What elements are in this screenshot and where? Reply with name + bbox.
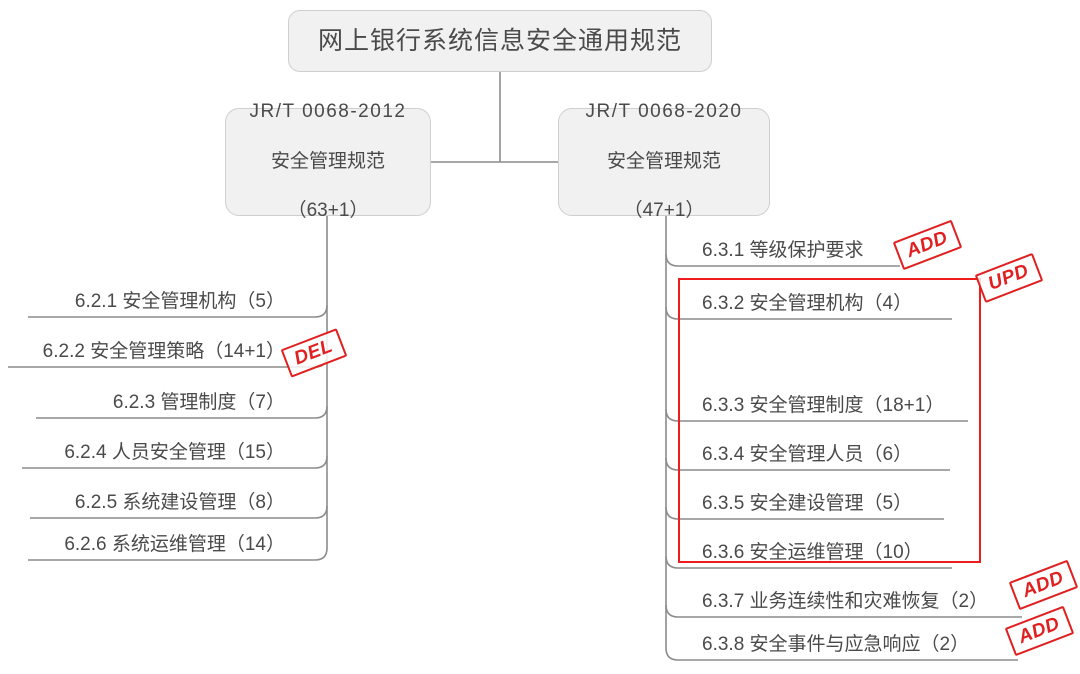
node-2012-standard: JR/T 0068-2012 — [249, 101, 407, 123]
leaf-item-6-3-8[interactable]: 6.3.8 安全事件与应急响应（2） — [666, 628, 1018, 660]
node-2012-count: （63+1） — [287, 200, 369, 222]
elbow-left-4 — [22, 455, 328, 469]
elbow-right-7 — [665, 604, 1022, 618]
branch-node-jrt-2020[interactable]: JR/T 0068-2020 安全管理规范 （47+1） — [558, 101, 770, 221]
leaf-item-6-3-7-label: 6.3.7 业务连续性和灾难恢复（2） — [702, 591, 989, 612]
leaf-item-6-2-3[interactable]: 6.2.3 管理制度（7） — [36, 386, 315, 418]
node-2020-standard: JR/T 0068-2020 — [585, 101, 743, 123]
elbow-right-8 — [665, 647, 1018, 661]
node-2020-subtitle: 安全管理规范 — [606, 150, 721, 172]
leaf-item-6-3-3-label: 6.3.3 安全管理制度（18+1） — [702, 395, 945, 416]
leaf-item-6-3-6[interactable]: 6.3.6 安全运维管理（10） — [666, 536, 952, 568]
leaf-item-6-2-5[interactable]: 6.2.5 系统建设管理（8） — [30, 486, 315, 518]
node-2020-count: （47+1） — [623, 200, 705, 222]
leaf-item-6-3-3[interactable]: 6.3.3 安全管理制度（18+1） — [666, 389, 968, 421]
leaf-item-6-3-5-label: 6.3.5 安全建设管理（5） — [702, 493, 913, 514]
leaf-item-6-2-1-label: 6.2.1 安全管理机构（5） — [74, 291, 285, 312]
leaf-item-6-2-6[interactable]: 6.2.6 系统运维管理（14） — [28, 528, 315, 560]
leaf-item-6-2-2-label: 6.2.2 安全管理策略（14+1） — [42, 341, 285, 362]
elbow-left-3 — [36, 405, 328, 419]
leaf-item-6-3-8-label: 6.3.8 安全事件与应急响应（2） — [702, 634, 970, 655]
leaf-item-6-3-7[interactable]: 6.3.7 业务连续性和灾难恢复（2） — [666, 585, 1022, 617]
leaf-item-6-3-2[interactable]: 6.3.2 安全管理机构（4） — [666, 287, 952, 319]
leaf-item-6-3-2-label: 6.3.2 安全管理机构（4） — [702, 293, 913, 314]
root-node[interactable]: 网上银行系统信息安全通用规范 — [288, 10, 712, 72]
elbow-left-5 — [30, 505, 328, 519]
leaf-item-6-2-2[interactable]: 6.2.2 安全管理策略（14+1） — [8, 335, 315, 367]
elbow-left-6 — [28, 547, 328, 561]
leaf-item-6-3-4[interactable]: 6.3.4 安全管理人员（6） — [666, 438, 950, 470]
leaf-item-6-3-1-label: 6.3.1 等级保护要求 — [702, 240, 864, 261]
node-2012-subtitle: 安全管理规范 — [270, 150, 385, 172]
leaf-item-6-3-5[interactable]: 6.3.5 安全建设管理（5） — [666, 487, 944, 519]
leaf-item-6-3-1[interactable]: 6.3.1 等级保护要求 — [666, 234, 900, 266]
elbow-right-3 — [665, 408, 968, 422]
leaf-item-6-3-4-label: 6.3.4 安全管理人员（6） — [702, 444, 913, 465]
elbow-right-4 — [665, 457, 950, 471]
leaf-item-6-2-6-label: 6.2.6 系统运维管理（14） — [64, 534, 285, 555]
elbow-right-5 — [665, 506, 944, 520]
elbow-right-1 — [665, 253, 900, 267]
leaf-item-6-3-6-label: 6.3.6 安全运维管理（10） — [702, 542, 923, 563]
leaf-item-6-2-1[interactable]: 6.2.1 安全管理机构（5） — [28, 285, 315, 317]
elbow-right-2 — [665, 306, 952, 320]
elbow-left-1 — [28, 304, 328, 318]
elbow-right-6 — [665, 555, 952, 569]
leaf-item-6-2-4[interactable]: 6.2.4 人员安全管理（15） — [22, 436, 315, 468]
branch-node-jrt-2012[interactable]: JR/T 0068-2012 安全管理规范 （63+1） — [225, 101, 431, 221]
leaf-item-6-2-5-label: 6.2.5 系统建设管理（8） — [74, 492, 285, 513]
leaf-item-6-2-3-label: 6.2.3 管理制度（7） — [112, 392, 285, 413]
root-node-label: 网上银行系统信息安全通用规范 — [317, 26, 682, 55]
leaf-item-6-2-4-label: 6.2.4 人员安全管理（15） — [64, 442, 285, 463]
